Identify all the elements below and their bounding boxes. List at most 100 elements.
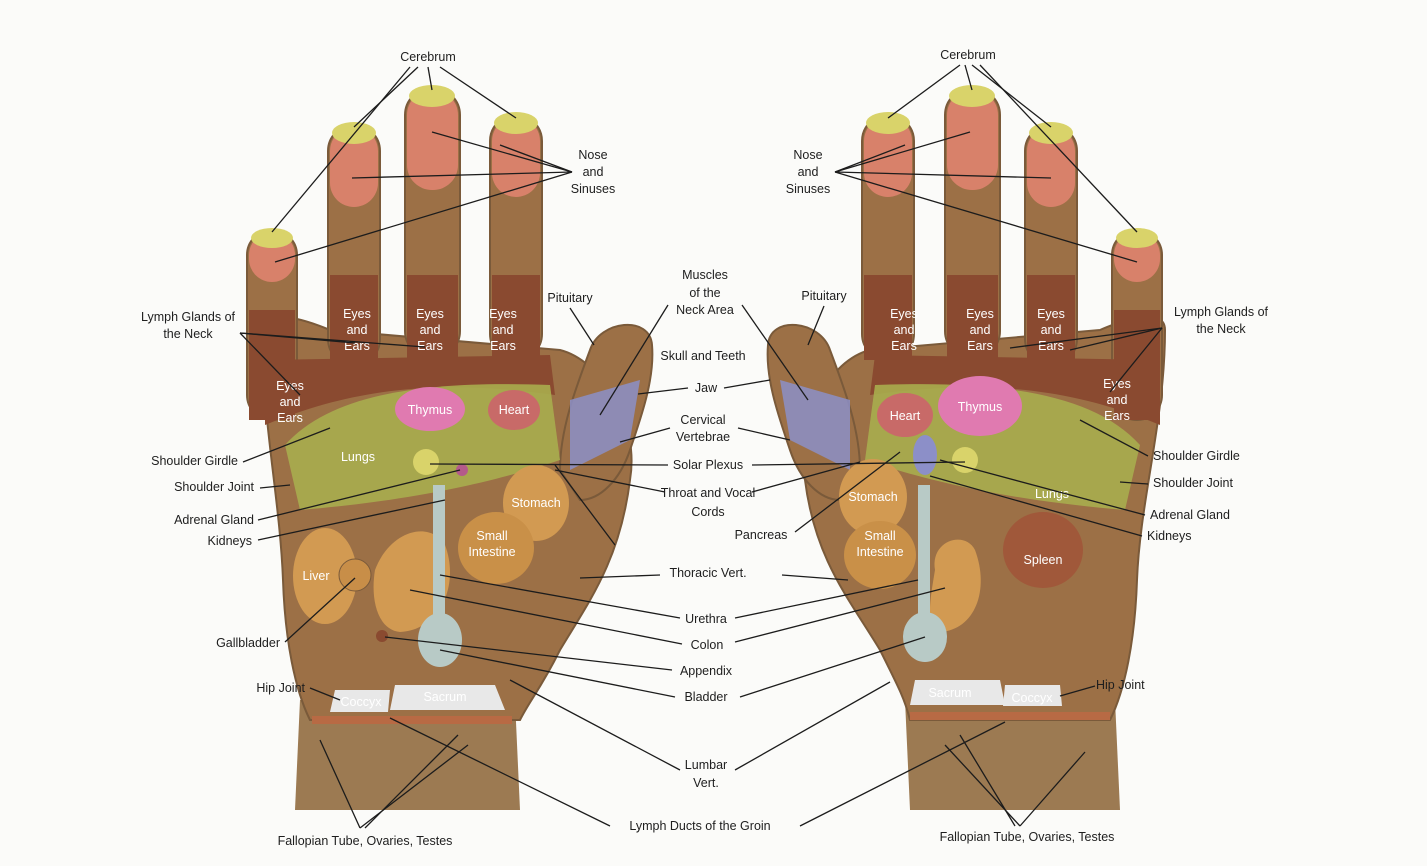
right-thymus — [938, 376, 1022, 436]
right-eyes-ears-ring-2: and — [1041, 323, 1062, 337]
label-thoracic: Thoracic Vert. — [669, 566, 746, 580]
left-index-tip — [494, 112, 538, 134]
left-eyes-ears-ring-1: Eyes — [343, 307, 371, 321]
right-eyes-ears-ring-3: Ears — [1038, 339, 1064, 353]
left-wrist — [295, 700, 520, 810]
label-nose-right-1: Nose — [793, 148, 822, 162]
label-lymph-neck-right-2: the Neck — [1196, 322, 1246, 336]
left-colon — [373, 531, 450, 632]
label-nose-right-3: Sinuses — [786, 182, 830, 196]
left-little-tip — [251, 228, 293, 248]
left-bladder — [418, 613, 462, 667]
right-colon — [930, 539, 981, 632]
left-band — [312, 716, 512, 724]
left-eyes-ears-little-3: Ears — [277, 411, 303, 425]
left-lungs-label: Lungs — [341, 450, 375, 464]
label-lymph-neck-left-2: the Neck — [163, 327, 213, 341]
right-stomach-label: Stomach — [848, 490, 897, 504]
right-index-tip — [866, 112, 910, 134]
right-eyes-ears-little-3: Ears — [1104, 409, 1130, 423]
label-muscles-2: of the — [689, 286, 720, 300]
right-eyes-ears-ring-1: Eyes — [1037, 307, 1065, 321]
right-eyes-ears-index-2: and — [894, 323, 915, 337]
label-bladder: Bladder — [684, 690, 727, 704]
left-small-intestine-2: Intestine — [468, 545, 515, 559]
left-eyes-ears-index-3: Ears — [490, 339, 516, 353]
right-eyes-ears-index-1: Eyes — [890, 307, 918, 321]
right-band — [910, 712, 1110, 720]
right-middle-tip — [949, 85, 995, 107]
label-colon: Colon — [691, 638, 724, 652]
right-eyes-ears-little-2: and — [1107, 393, 1128, 407]
right-small-intestine-1: Small — [864, 529, 895, 543]
label-jaw: Jaw — [695, 381, 718, 395]
label-shoulder-girdle-right: Shoulder Girdle — [1153, 449, 1240, 463]
right-eyes-ears-middle-1: Eyes — [966, 307, 994, 321]
left-sacrum — [390, 685, 505, 710]
label-cerebrum-left: Cerebrum — [400, 50, 456, 64]
left-urethra — [433, 485, 445, 615]
right-ring-tip — [1029, 122, 1073, 144]
label-lymph-neck-left-1: Lymph Glands of — [141, 310, 236, 324]
right-spleen-label: Spleen — [1024, 553, 1063, 567]
label-hip-joint-left: Hip Joint — [256, 681, 305, 695]
label-skull-teeth: Skull and Teeth — [660, 349, 745, 363]
right-sacrum — [910, 680, 1005, 705]
left-heart-label: Heart — [499, 403, 530, 417]
left-appendix — [376, 630, 388, 642]
right-eyes-ears-middle-2: and — [970, 323, 991, 337]
right-wrist — [905, 700, 1120, 810]
right-eyes-ears-index-3: Ears — [891, 339, 917, 353]
label-appendix: Appendix — [680, 664, 733, 678]
right-heart-label: Heart — [890, 409, 921, 423]
label-cerebrum-right: Cerebrum — [940, 48, 996, 62]
label-throat-1: Throat and Vocal — [661, 486, 756, 500]
right-small-intestine-2: Intestine — [856, 545, 903, 559]
left-eyes-ears-middle-3: Ears — [417, 339, 443, 353]
label-muscles-1: Muscles — [682, 268, 728, 282]
left-liver — [293, 528, 357, 624]
right-coccyx — [1003, 685, 1062, 706]
left-coccyx — [330, 690, 390, 712]
label-fallopian-right: Fallopian Tube, Ovaries, Testes — [940, 830, 1115, 844]
right-lungs-label: Lungs — [1035, 487, 1069, 501]
left-solar-plexus — [413, 449, 439, 475]
right-coccyx-label: Coccyx — [1012, 691, 1054, 705]
right-lungs-zone — [865, 384, 1140, 510]
leader-lines — [239, 64, 1163, 829]
left-coccyx-label: Coccyx — [341, 695, 383, 709]
right-pancreas — [913, 435, 937, 475]
label-throat-2: Cords — [691, 505, 724, 519]
right-fingers — [861, 85, 1163, 421]
left-eyes-ears-index-2: and — [493, 323, 514, 337]
left-thymus-label: Thymus — [408, 403, 452, 417]
label-shoulder-joint-left: Shoulder Joint — [174, 480, 254, 494]
left-thumb-spine — [570, 380, 640, 470]
left-eyes-ears-middle-1: Eyes — [416, 307, 444, 321]
label-lumbar-1: Lumbar — [685, 758, 727, 772]
label-lymph-neck-right-1: Lymph Glands of — [1174, 305, 1269, 319]
right-thumb-spine — [780, 380, 850, 470]
right-thymus-label: Thymus — [958, 400, 1002, 414]
left-eyes-ears-index-1: Eyes — [489, 307, 517, 321]
label-adrenal-left: Adrenal Gland — [174, 513, 254, 527]
right-solar-plexus — [952, 447, 978, 473]
label-cervical-2: Vertebrae — [676, 430, 730, 444]
right-stomach — [839, 459, 907, 535]
right-little-tip — [1116, 228, 1158, 248]
label-nose-right-2: and — [798, 165, 819, 179]
right-hand: Eyes and Ears Eyes and Ears Eyes and Ear… — [766, 85, 1167, 810]
left-sacrum-label: Sacrum — [423, 690, 466, 704]
left-eyes-ears-middle-2: and — [420, 323, 441, 337]
left-stomach-label: Stomach — [511, 496, 560, 510]
label-urethra: Urethra — [685, 612, 727, 626]
left-middle-tip — [409, 85, 455, 107]
left-eyes-ears-little-2: and — [280, 395, 301, 409]
label-adrenal-right: Adrenal Gland — [1150, 508, 1230, 522]
left-heart — [488, 390, 540, 430]
label-hip-joint-right: Hip Joint — [1096, 678, 1145, 692]
right-heart — [877, 393, 933, 437]
label-nose-left-2: and — [583, 165, 604, 179]
label-pituitary-right: Pituitary — [801, 289, 847, 303]
labels: Cerebrum Cerebrum Nose and Sinuses Nose … — [141, 48, 1269, 848]
